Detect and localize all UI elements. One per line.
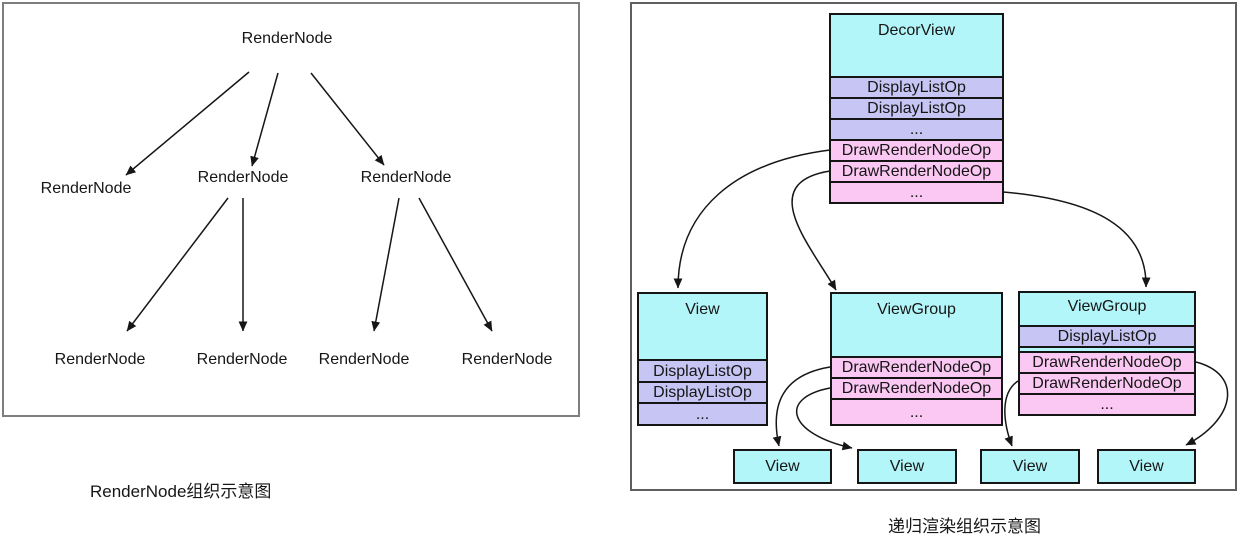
displaylistop-row: DisplayListOp <box>1020 325 1194 346</box>
ellipsis-row: ... <box>831 118 1002 139</box>
left-diagram-caption: RenderNode组织示意图 <box>90 482 272 501</box>
ellipsis-row: ... <box>832 398 1001 424</box>
leaf-view-2: View <box>857 449 957 484</box>
drawrendernodeop-row: DrawRenderNodeOp <box>1020 372 1194 393</box>
drawrendernodeop-row: DrawRenderNodeOp <box>832 377 1001 398</box>
leaf-view-3: View <box>980 449 1080 484</box>
decorview-title: DecorView <box>831 15 1002 76</box>
drawrendernodeop-row: DrawRenderNodeOp <box>831 160 1002 181</box>
ellipsis-row: ... <box>1020 393 1194 414</box>
rendernode-l2-1: RenderNode <box>40 180 132 197</box>
ellipsis-row: ... <box>639 402 766 424</box>
spacer-strip <box>1020 346 1194 351</box>
drawrendernodeop-row: DrawRenderNodeOp <box>1020 351 1194 372</box>
viewgroup-right-stack: ViewGroup DisplayListOp DrawRenderNodeOp… <box>1018 291 1196 416</box>
rendernode-l2-3: RenderNode <box>360 169 452 186</box>
view-stack: View DisplayListOp DisplayListOp ... <box>637 292 768 426</box>
drawrendernodeop-row: DrawRenderNodeOp <box>832 356 1001 377</box>
leaf-view-4: View <box>1097 449 1196 484</box>
viewgroup-title: ViewGroup <box>832 294 1001 356</box>
displaylistop-row: DisplayListOp <box>831 97 1002 118</box>
viewgroup-title: ViewGroup <box>1020 293 1194 325</box>
decorview-stack: DecorView DisplayListOp DisplayListOp ..… <box>829 13 1004 204</box>
leaf-view-1: View <box>733 449 832 484</box>
drawrendernodeop-row: DrawRenderNodeOp <box>831 139 1002 160</box>
viewgroup-mid-stack: ViewGroup DrawRenderNodeOp DrawRenderNod… <box>830 292 1003 426</box>
displaylistop-row: DisplayListOp <box>639 359 766 381</box>
displaylistop-row: DisplayListOp <box>831 76 1002 97</box>
displaylistop-row: DisplayListOp <box>639 381 766 402</box>
rendernode-leaf-4: RenderNode <box>461 351 553 368</box>
rendernode-leaf-3: RenderNode <box>318 351 410 368</box>
rendernode-leaf-2: RenderNode <box>196 351 288 368</box>
ellipsis-row: ... <box>831 181 1002 202</box>
rendernode-root: RenderNode <box>241 30 333 47</box>
rendernode-l2-2: RenderNode <box>197 169 289 186</box>
right-diagram-caption: 递归渲染组织示意图 <box>888 517 1041 536</box>
rendernode-leaf-1: RenderNode <box>54 351 146 368</box>
view-title: View <box>639 294 766 359</box>
